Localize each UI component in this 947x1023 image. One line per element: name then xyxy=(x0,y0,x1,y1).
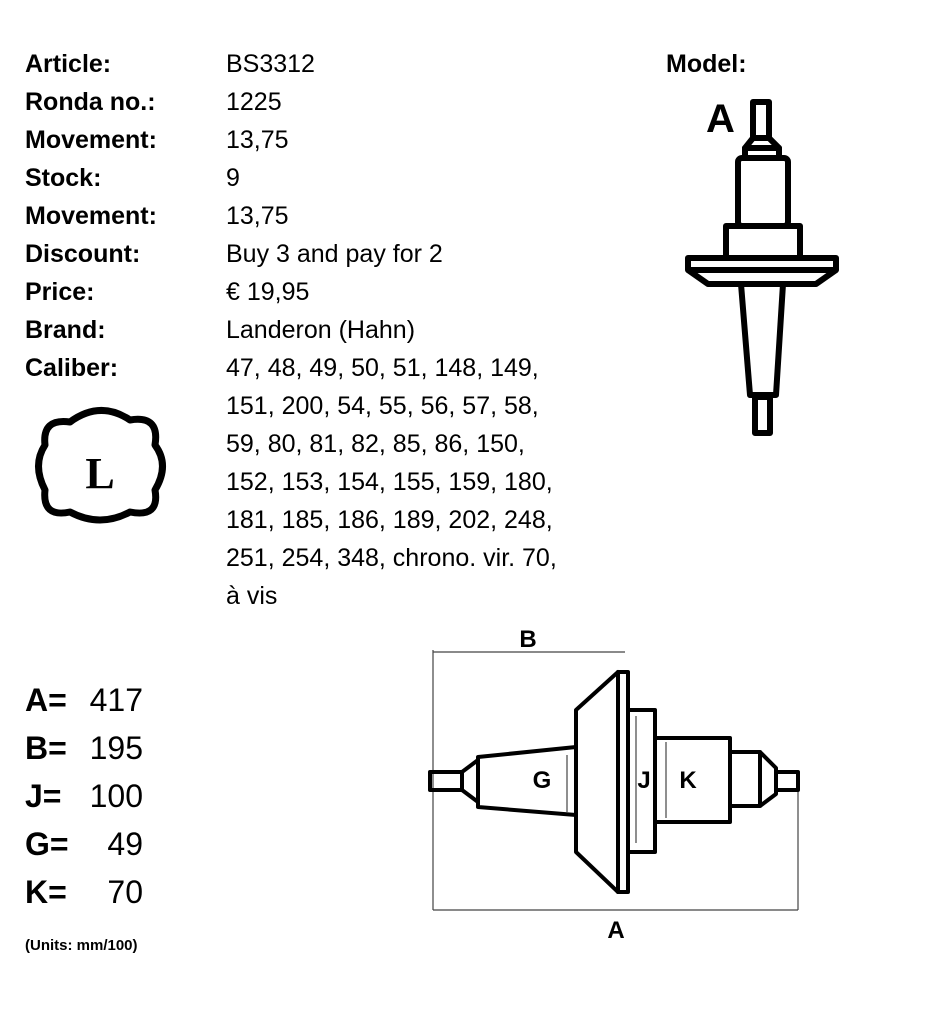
diagram-label-b: B xyxy=(519,626,536,653)
brand-logo: L xyxy=(35,407,166,524)
diagram-label-a: A xyxy=(607,917,624,944)
field-stock: Stock:9 xyxy=(25,164,240,192)
units-note: (Units: mm/100) xyxy=(25,937,138,954)
diagram-label-j: J xyxy=(637,767,650,794)
dimension-k: K=70 xyxy=(25,874,143,910)
field-price: Price:€ 19,95 xyxy=(25,278,310,306)
dimension-b: B=195 xyxy=(25,730,143,766)
field-ronda: Ronda no.:1225 xyxy=(25,88,282,116)
field-movement-2: Movement:13,75 xyxy=(25,202,289,230)
field-caliber: Caliber: 47, 48, 49, 50, 51, 148, 149, 1… xyxy=(0,349,650,610)
dimension-j: J=100 xyxy=(25,778,143,814)
field-article: Article:BS3312 xyxy=(25,50,315,78)
caliber-list: 47, 48, 49, 50, 51, 148, 149, 151, 200, … xyxy=(226,354,557,610)
model-label: Model: xyxy=(666,50,747,78)
dimension-a: A=417 xyxy=(25,682,143,718)
dimension-diagram: B A G J K xyxy=(428,626,800,944)
dimension-g: G=49 xyxy=(25,826,143,862)
field-brand: Brand:Landeron (Hahn) xyxy=(25,316,416,344)
svg-text:A: A xyxy=(706,97,735,141)
diagram-label-g: G xyxy=(533,767,552,794)
model-a-drawing: A xyxy=(685,97,839,436)
diagram-label-k: K xyxy=(679,767,697,794)
field-movement: Movement:13,75 xyxy=(25,126,289,154)
field-discount: Discount:Buy 3 and pay for 2 xyxy=(25,240,443,268)
svg-text:L: L xyxy=(85,449,114,498)
